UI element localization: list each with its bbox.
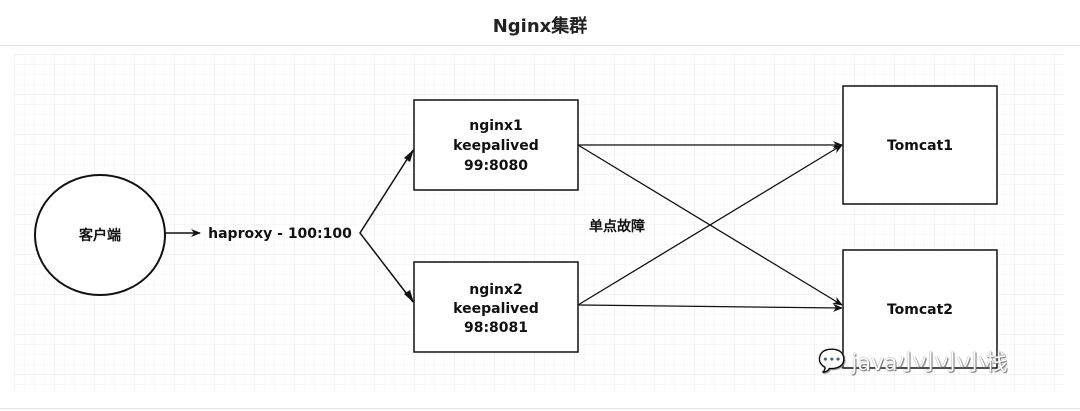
- wechat-icon: 💬: [818, 348, 846, 374]
- svg-text:nginx1: nginx1: [469, 118, 523, 134]
- watermark-text: java小小小小栈: [851, 351, 1008, 376]
- watermark: 💬 java小小小小栈: [818, 345, 1008, 377]
- connections-nginx-tomcat: [577, 141, 843, 312]
- tomcat2-node: Tomcat2: [842, 249, 998, 369]
- arrowhead-nginx2: [404, 290, 414, 303]
- arrowhead-nginx1: [404, 149, 414, 162]
- svg-text:keepalived: keepalived: [453, 301, 539, 317]
- divider-bottom: [0, 408, 1080, 409]
- page-title: Nginx集群: [492, 16, 588, 37]
- svg-text:nginx2: nginx2: [469, 282, 523, 298]
- nginx1-node: nginx1 keepalived 99:8080: [413, 99, 579, 191]
- single-point-failure-label: 单点故障: [589, 218, 645, 235]
- svg-text:98:8081: 98:8081: [464, 320, 528, 336]
- svg-text:Tomcat2: Tomcat2: [887, 302, 953, 318]
- arrows-haproxy-nginx: [359, 149, 414, 303]
- svg-text:99:8080: 99:8080: [464, 158, 528, 174]
- divider-top: [0, 45, 1080, 46]
- svg-text:Tomcat1: Tomcat1: [887, 138, 953, 154]
- svg-text:keepalived: keepalived: [453, 138, 539, 154]
- nginx2-node: nginx2 keepalived 98:8081: [413, 261, 579, 353]
- client-node: 客户端: [34, 174, 166, 296]
- haproxy-label: haproxy - 100:100: [208, 226, 352, 242]
- client-label: 客户端: [78, 227, 121, 244]
- tomcat1-node: Tomcat1: [842, 85, 998, 205]
